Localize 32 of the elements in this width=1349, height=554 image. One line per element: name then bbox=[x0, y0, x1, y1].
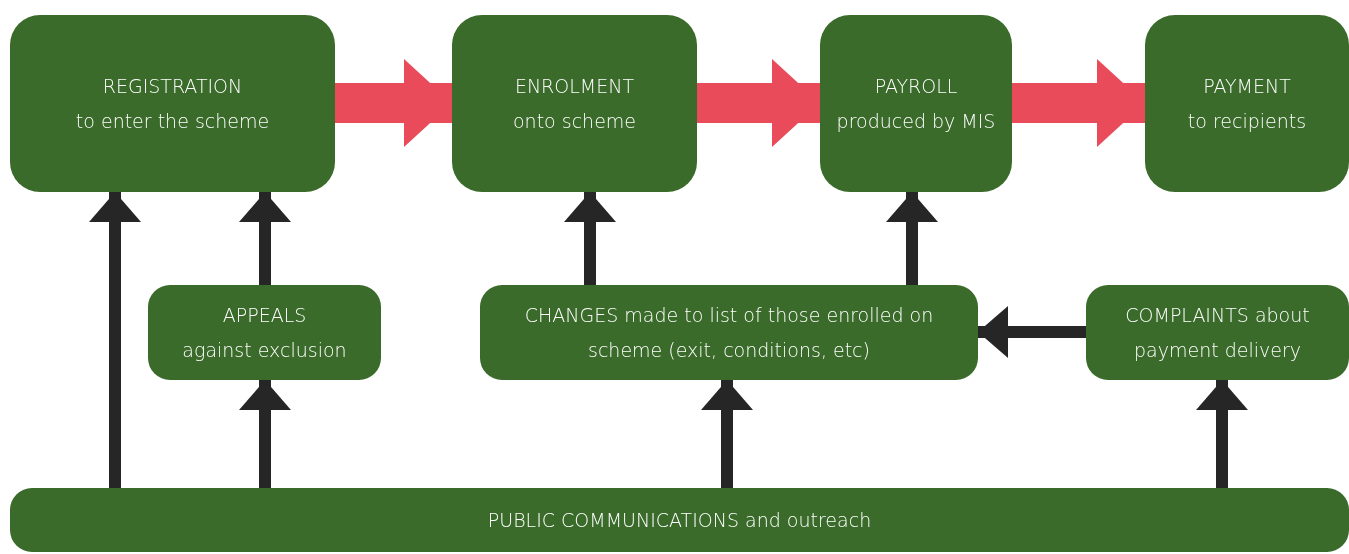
box-heading: REGISTRATION bbox=[102, 73, 243, 99]
process-box bbox=[820, 15, 1012, 192]
box-heading: PAYMENT bbox=[1203, 73, 1291, 99]
process-box bbox=[10, 15, 335, 192]
process-box bbox=[452, 15, 697, 192]
box-heading: COMPLAINTS about payment delivery bbox=[1124, 302, 1311, 363]
box-heading: PUBLIC COMMUNICATIONS and outreach bbox=[487, 507, 872, 533]
arrow bbox=[564, 192, 616, 285]
arrow bbox=[1196, 380, 1248, 488]
box-heading: CHANGES made to list of those enrolled on scheme (exit, conditions, etc) bbox=[523, 302, 935, 363]
process-box bbox=[1086, 285, 1349, 380]
arrow bbox=[701, 380, 753, 488]
box-text: against exclusion bbox=[182, 337, 347, 363]
arrow bbox=[239, 380, 291, 488]
box-heading: APPEALS bbox=[222, 302, 307, 328]
arrow bbox=[978, 306, 1086, 358]
arrow bbox=[89, 192, 141, 488]
process-box bbox=[148, 285, 381, 380]
box-text: produced by MIS bbox=[836, 108, 996, 134]
box-text: to recipients bbox=[1187, 108, 1307, 134]
process-box bbox=[1145, 15, 1349, 192]
box-heading: ENROLMENT bbox=[514, 73, 635, 99]
box-text: onto scheme bbox=[512, 108, 637, 134]
process-box bbox=[480, 285, 978, 380]
arrow bbox=[697, 59, 820, 147]
arrow bbox=[886, 192, 938, 285]
arrow bbox=[335, 59, 452, 147]
box-text: to enter the scheme bbox=[75, 108, 270, 134]
process-box bbox=[10, 488, 1349, 552]
arrow bbox=[239, 192, 291, 285]
arrow bbox=[1012, 59, 1145, 147]
box-heading: PAYROLL bbox=[874, 73, 958, 99]
